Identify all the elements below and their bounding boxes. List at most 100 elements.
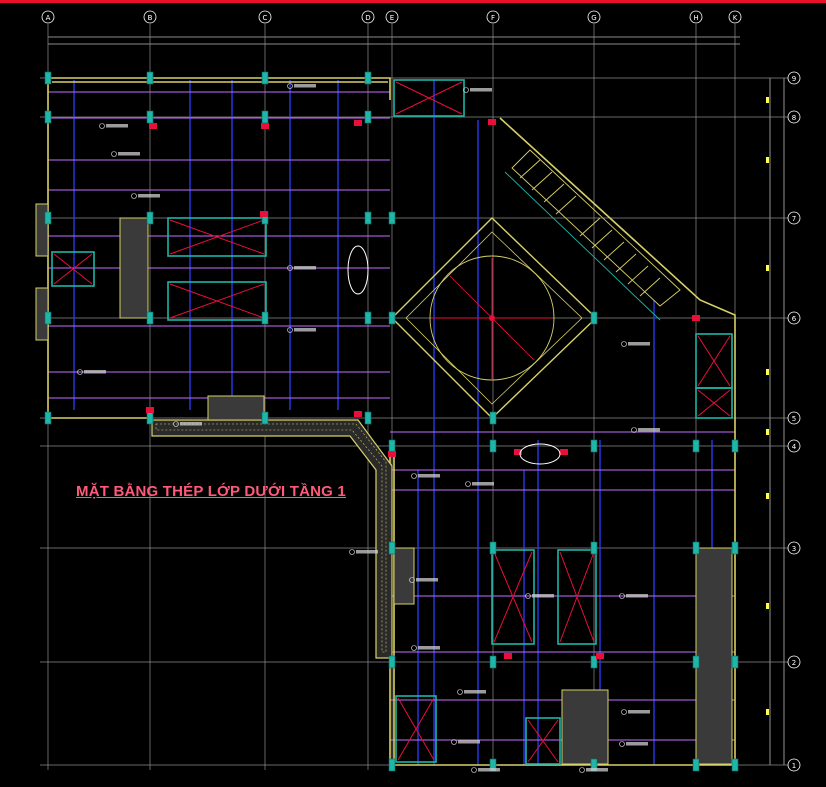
- column: [388, 655, 396, 669]
- column: [44, 71, 52, 85]
- annotation-tag: [463, 87, 492, 93]
- grid-bubble-a: A: [41, 10, 55, 24]
- opening-crossed: [491, 549, 535, 645]
- column-cap: [146, 407, 154, 413]
- opening-crossed: [557, 549, 597, 645]
- svg-text:B: B: [148, 14, 153, 22]
- svg-text:1: 1: [792, 762, 796, 770]
- annotation-tag: [619, 741, 648, 747]
- annotation-tag: [471, 767, 500, 773]
- annotation-tag: [131, 193, 160, 199]
- column: [261, 71, 269, 85]
- grid-bubble-9: 9: [787, 71, 801, 85]
- dimension-tick: [766, 493, 769, 499]
- grid-bubble-1: 1: [787, 758, 801, 772]
- annotation-tag: [579, 767, 608, 773]
- column-cap: [149, 123, 157, 129]
- annotation-tag: [349, 549, 378, 555]
- opening-crossed: [167, 281, 267, 321]
- annotation-tag: [111, 151, 140, 157]
- opening-crossed: [695, 333, 733, 389]
- column-cap: [261, 123, 269, 129]
- grid-bubble-d: D: [361, 10, 375, 24]
- column: [146, 71, 154, 85]
- column: [261, 110, 269, 124]
- annotation-tag: [411, 473, 440, 479]
- column: [590, 311, 598, 325]
- column-cap: [514, 449, 522, 455]
- opening-crossed: [167, 217, 267, 257]
- grid-bubble-c: C: [258, 10, 272, 24]
- column-cap: [488, 119, 496, 125]
- rebar-annotation-labels: [77, 83, 769, 773]
- svg-text:A: A: [46, 14, 51, 22]
- grid-bubble-6: 6: [787, 311, 801, 325]
- grid-bubble-8: 8: [787, 110, 801, 124]
- svg-text:5: 5: [792, 415, 796, 423]
- annotation-tag: [619, 593, 648, 599]
- opening-crossed: [51, 251, 95, 287]
- grid-bubble-e: E: [385, 10, 399, 24]
- annotation-tag: [411, 645, 440, 651]
- svg-text:F: F: [491, 14, 495, 22]
- openings-group: [51, 79, 733, 765]
- column: [44, 311, 52, 325]
- column: [388, 311, 396, 325]
- drawing-title: MẶT BẰNG THÉP LỚP DƯỚI TẦNG 1: [76, 483, 346, 500]
- column-cap: [504, 653, 512, 659]
- annotation-tag: [173, 421, 202, 427]
- annotation-tag: [287, 327, 316, 333]
- svg-text:G: G: [591, 14, 596, 22]
- top-dimension-lines: [48, 36, 740, 45]
- svg-text:6: 6: [792, 315, 797, 323]
- column-cap: [596, 653, 604, 659]
- column-cap: [692, 315, 700, 321]
- annotation-tag: [287, 265, 316, 271]
- opening-crossed: [525, 717, 561, 765]
- column: [731, 758, 739, 772]
- column: [692, 758, 700, 772]
- svg-text:D: D: [365, 14, 370, 22]
- column: [590, 541, 598, 555]
- column: [261, 411, 269, 425]
- column: [364, 110, 372, 124]
- column: [388, 541, 396, 555]
- column: [692, 655, 700, 669]
- column: [364, 311, 372, 325]
- grid-bubble-f: F: [486, 10, 500, 24]
- svg-text:4: 4: [792, 443, 797, 451]
- hatched-wall-band: [151, 419, 393, 659]
- opening-crossed: [393, 79, 465, 117]
- column-cap: [354, 120, 362, 126]
- svg-text:K: K: [733, 14, 738, 22]
- column: [489, 541, 497, 555]
- column: [489, 439, 497, 453]
- column: [364, 211, 372, 225]
- column: [731, 439, 739, 453]
- annotation-tag: [465, 481, 494, 487]
- column: [590, 655, 598, 669]
- svg-text:8: 8: [792, 114, 796, 122]
- dimension-tick: [766, 97, 769, 103]
- hatched-shear-walls: [35, 203, 733, 765]
- annotation-tag: [457, 689, 486, 695]
- annotation-tag: [409, 577, 438, 583]
- grid-bubble-b: B: [143, 10, 157, 24]
- column: [590, 439, 598, 453]
- column: [692, 439, 700, 453]
- rebar-main-lines: [73, 80, 713, 765]
- diagonal-staircase: [504, 149, 681, 321]
- column: [388, 211, 396, 225]
- svg-text:E: E: [390, 14, 394, 22]
- svg-text:H: H: [693, 14, 698, 22]
- column: [146, 110, 154, 124]
- column-cap: [560, 449, 568, 455]
- oval-column: [519, 443, 561, 465]
- annotation-tag: [77, 369, 106, 375]
- dimension-tick: [766, 429, 769, 435]
- svg-text:7: 7: [792, 215, 796, 223]
- svg-text:C: C: [263, 14, 268, 22]
